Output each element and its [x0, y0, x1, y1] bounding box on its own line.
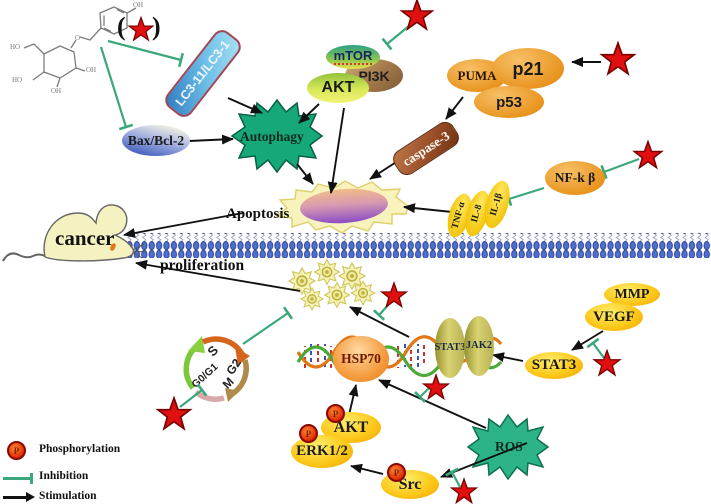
- cell-cycle-phase-s: S: [204, 342, 221, 359]
- node-akt-upper-label: AKT: [321, 79, 355, 96]
- node-hsp70-label: HSP70: [341, 351, 381, 367]
- legend-stimulation-label: Stimulation: [39, 490, 97, 502]
- node-erk12[interactable]: ERK1/2: [291, 435, 353, 468]
- node-akt-upper[interactable]: AKT: [307, 73, 369, 103]
- node-akt-lower-label: AKT: [333, 418, 369, 436]
- inhibition-lines: [99, 25, 640, 488]
- node-jak2-label: JAK2: [465, 339, 493, 351]
- node-p21[interactable]: p21: [492, 48, 564, 89]
- ros-label: ROS: [495, 439, 523, 454]
- phospho-badge-src: P: [387, 463, 406, 482]
- atom-label: O: [75, 34, 81, 42]
- ros-starburst: [466, 413, 550, 481]
- node-mmp-label: MMP: [614, 286, 650, 302]
- legend-inhibition-label: Inhibition: [39, 470, 89, 482]
- phospho-p: P: [332, 408, 339, 419]
- legend-inhibition-icon: [3, 473, 33, 484]
- node-stat3-label: STAT3: [531, 357, 577, 373]
- star-icon: [128, 16, 154, 41]
- star-icon: [633, 140, 663, 169]
- node-stat3-complex[interactable]: STAT3: [434, 318, 466, 378]
- cancer-label: cancer: [55, 226, 115, 250]
- legend-phosphorylation-label: Phosphorylation: [39, 443, 121, 455]
- node-hsp70[interactable]: HSP70: [333, 336, 389, 382]
- node-p21-label: p21: [512, 58, 544, 79]
- node-stat3-complex-label: STAT3: [434, 341, 466, 353]
- compound-structure: [23, 6, 137, 88]
- node-mmp[interactable]: MMP: [604, 283, 660, 306]
- legend-phosphorylation-icon: P: [7, 441, 26, 460]
- node-il8-label: IL-8: [469, 203, 485, 224]
- atom-label: OH: [51, 87, 62, 95]
- node-vegf-label: VEGF: [593, 308, 635, 325]
- node-erk12-label: ERK1/2: [296, 443, 348, 459]
- node-puma-label: PUMA: [457, 68, 497, 83]
- atom-label: OH: [86, 66, 97, 74]
- proliferation-label: proliferation: [160, 257, 245, 274]
- phospho-p: P: [13, 445, 20, 456]
- node-p53[interactable]: p53: [474, 86, 544, 118]
- stimulation-arrows: [123, 57, 604, 478]
- apoptotic-cell: [274, 180, 409, 234]
- node-il1b-label: IL-1β: [488, 191, 505, 217]
- atom-label: HO: [10, 43, 21, 51]
- apoptosis-label: Apoptosis: [226, 206, 290, 222]
- node-mtor-label: mTOR: [333, 48, 373, 65]
- node-src-label: Src: [398, 475, 422, 493]
- atom-label: HO: [12, 76, 23, 84]
- star-icon: [593, 349, 621, 376]
- legend-stimulation-icon: [3, 492, 35, 501]
- phospho-badge-akt: P: [326, 404, 345, 423]
- mouse-graphic: [2, 204, 146, 262]
- phospho-p: P: [305, 428, 312, 439]
- star-icon: [400, 0, 434, 30]
- node-nfkb-label: NF-k β: [554, 170, 596, 186]
- star-icon: [422, 374, 450, 400]
- node-nfkb[interactable]: NF-k β: [545, 161, 605, 195]
- cell-membrane: [125, 233, 711, 258]
- phospho-p: P: [393, 467, 400, 478]
- node-mtor[interactable]: mTOR: [326, 45, 380, 69]
- node-jak2[interactable]: JAK2: [464, 316, 494, 376]
- node-bax-bcl2[interactable]: Bax/Bcl-2: [122, 125, 190, 156]
- node-p53-label: p53: [496, 93, 522, 111]
- proliferating-cells: [288, 258, 376, 311]
- node-stat3[interactable]: STAT3: [525, 352, 583, 379]
- cell-cycle-phase-g0g1: G0/G1: [189, 361, 220, 391]
- node-bax-bcl2-label: Bax/Bcl-2: [127, 132, 185, 148]
- autophagy-label: Autophagy: [240, 129, 304, 144]
- paren-open: (: [117, 12, 126, 41]
- paren-close: ): [152, 12, 161, 41]
- star-icon: [380, 282, 408, 308]
- phospho-badge-erk: P: [299, 424, 318, 443]
- atom-label: OH: [133, 1, 144, 9]
- star-icon: [450, 478, 478, 504]
- node-pi3k-label: PI3K: [358, 67, 390, 84]
- cell-cycle-wheel: S G2 M G0/G1: [183, 336, 250, 402]
- star-icon: [600, 42, 636, 75]
- node-vegf[interactable]: VEGF: [585, 303, 643, 331]
